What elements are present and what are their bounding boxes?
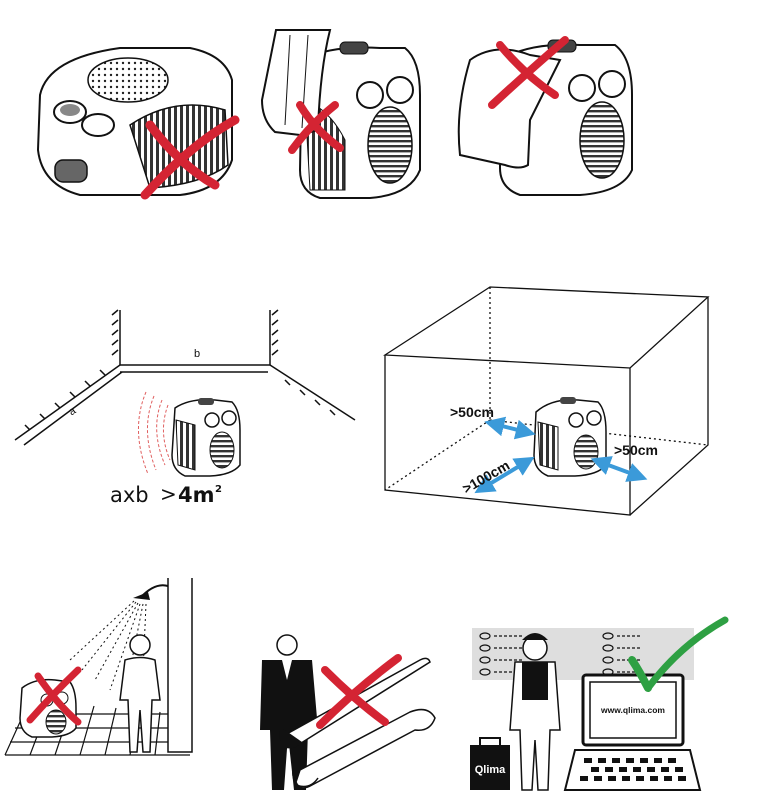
room-size-formula: axb > 4m 2 bbox=[110, 482, 222, 507]
panel-no-bathroom-use bbox=[4, 578, 193, 756]
toolbox: Qlima bbox=[470, 737, 510, 790]
heat-waves bbox=[138, 391, 171, 475]
website-label: www.qlima.com bbox=[600, 705, 665, 715]
cross-mark bbox=[288, 101, 344, 154]
checklist-left bbox=[479, 632, 522, 676]
panel-do-not-place-face-down bbox=[36, 47, 240, 200]
formula-prefix: axb bbox=[110, 483, 149, 507]
cross-mark bbox=[316, 654, 402, 729]
service-technician bbox=[509, 633, 561, 791]
clearance-arrows bbox=[474, 416, 648, 494]
wrench bbox=[292, 708, 436, 789]
heater-small bbox=[171, 398, 241, 477]
panel-authorized-service: Qlima www.qlima.com bbox=[470, 616, 729, 791]
panel-minimum-room-size: b a axb > 4m 2 bbox=[14, 309, 356, 507]
keyboard-keys bbox=[580, 758, 686, 781]
panel-clearance-distances: >50cm >100cm >50cm bbox=[382, 286, 710, 516]
cross-mark bbox=[488, 36, 569, 109]
cross-mark bbox=[26, 666, 82, 726]
front-clearance-arrow bbox=[474, 456, 535, 494]
right-clearance-arrow bbox=[590, 456, 648, 482]
right-clearance-label: >50cm bbox=[614, 442, 658, 458]
heater-in-box bbox=[533, 397, 607, 477]
room-length-label: a bbox=[66, 404, 79, 418]
person-with-tools bbox=[260, 634, 318, 790]
room-box bbox=[382, 286, 710, 516]
room-walls bbox=[14, 309, 356, 446]
formula-value: 4m bbox=[178, 483, 215, 507]
formula-exponent: 2 bbox=[215, 484, 222, 495]
panel-do-not-cover bbox=[457, 36, 633, 196]
left-clearance-arrow bbox=[484, 416, 536, 440]
heater-in-bathroom bbox=[19, 678, 77, 738]
brand-label: Qlima bbox=[475, 764, 506, 776]
formula-operator: > bbox=[160, 482, 177, 506]
shower-column bbox=[133, 578, 193, 753]
heater-upright bbox=[298, 41, 421, 199]
check-mark bbox=[628, 616, 729, 692]
room-width-label: b bbox=[194, 348, 200, 360]
left-clearance-label: >50cm bbox=[450, 404, 494, 420]
cross-mark bbox=[140, 115, 240, 200]
computer: www.qlima.com bbox=[563, 673, 702, 791]
person-showering bbox=[119, 634, 161, 753]
panel-no-self-repair bbox=[260, 634, 436, 790]
panel-do-not-dry-clothes bbox=[260, 29, 421, 199]
